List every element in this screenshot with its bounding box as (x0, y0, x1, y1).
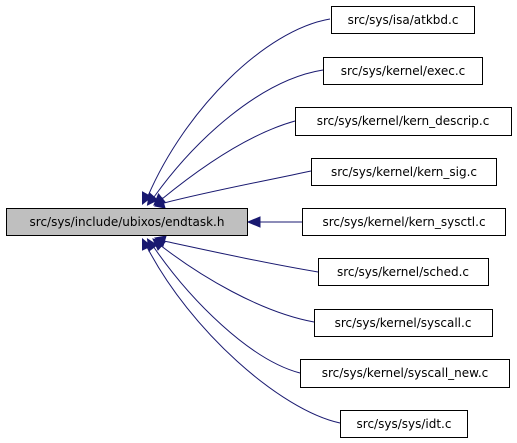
node-label-idt-c: src/sys/sys/idt.c (357, 417, 452, 431)
edge-idt (142, 237, 341, 424)
edge-syscall (152, 238, 315, 323)
edge-syscall-new (146, 238, 301, 374)
node-label-exec-c: src/sys/kernel/exec.c (341, 64, 466, 78)
node-label-kern-sig-c: src/sys/kernel/kern_sig.c (331, 165, 477, 179)
node-label-atkbd-c: src/sys/isa/atkbd.c (348, 13, 459, 27)
node-label-syscall-new-c: src/sys/kernel/syscall_new.c (322, 366, 489, 380)
edge-exec (146, 69, 324, 206)
node-endtask-h[interactable]: src/sys/include/ubixos/endtask.h (6, 208, 248, 236)
node-kern-sysctl-c[interactable]: src/sys/kernel/kern_sysctl.c (302, 208, 506, 236)
edges (142, 18, 341, 424)
node-label-sched-c: src/sys/kernel/sched.c (337, 265, 469, 279)
node-kern-descrip-c[interactable]: src/sys/kernel/kern_descrip.c (295, 107, 512, 136)
node-atkbd-c[interactable]: src/sys/isa/atkbd.c (331, 6, 475, 34)
node-label-kern-descrip-c: src/sys/kernel/kern_descrip.c (317, 114, 490, 128)
node-label-syscall-c: src/sys/kernel/syscall.c (335, 316, 472, 330)
edge-sched (153, 235, 319, 273)
node-label-endtask-h: src/sys/include/ubixos/endtask.h (30, 215, 225, 229)
node-idt-c[interactable]: src/sys/sys/idt.c (340, 410, 468, 438)
edge-kern-descrip (153, 120, 296, 206)
node-label-kern-sysctl-c: src/sys/kernel/kern_sysctl.c (322, 215, 485, 229)
node-kern-sig-c[interactable]: src/sys/kernel/kern_sig.c (311, 158, 497, 186)
edge-kern-sig (154, 170, 312, 209)
edge-kern-sysctl (246, 216, 302, 228)
node-exec-c[interactable]: src/sys/kernel/exec.c (323, 57, 483, 85)
node-syscall-c[interactable]: src/sys/kernel/syscall.c (314, 309, 493, 337)
node-sched-c[interactable]: src/sys/kernel/sched.c (318, 258, 489, 286)
edge-atkbd (142, 18, 331, 206)
node-syscall-new-c[interactable]: src/sys/kernel/syscall_new.c (300, 359, 510, 388)
